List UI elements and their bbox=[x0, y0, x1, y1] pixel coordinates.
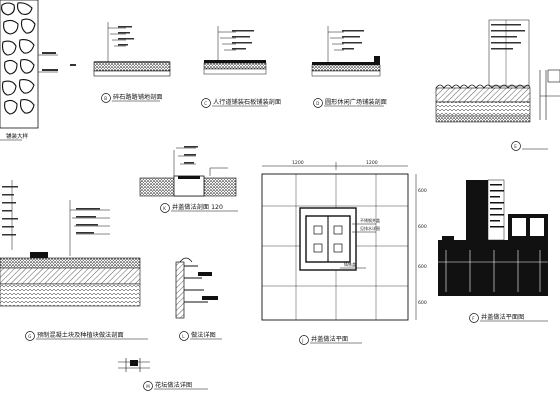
detail-g-title: 预制混凝土块及种植块做法剖面 bbox=[37, 331, 124, 339]
detail-l-id: L bbox=[182, 334, 185, 339]
detail-d-title: 圆形休闲广场铺装剖面 bbox=[325, 98, 387, 106]
detail-k-id: K bbox=[163, 206, 166, 211]
cobble-stone-fragment: 铺装大样 bbox=[0, 0, 76, 141]
detail-l-title: 做法详图 bbox=[191, 331, 216, 339]
dim-right-3: 600 bbox=[418, 264, 427, 270]
detail-j: 1200 1200 600 600 600 600 不锈钢井盖 见排水详图 铸铁… bbox=[261, 160, 427, 345]
detail-f-title: 井盖做法平面图 bbox=[481, 313, 524, 321]
detail-g-id: G bbox=[28, 334, 31, 339]
detail-g: G 预制混凝土块及种植块做法剖面 bbox=[0, 180, 148, 341]
detail-k-title: 井盖做法剖面 120 bbox=[172, 203, 223, 211]
detail-b: B 碎石路路铺地剖面 bbox=[93, 22, 171, 103]
detail-c: C 人行道铺装石板铺装剖面 bbox=[201, 26, 281, 108]
dim-top-right: 1200 bbox=[366, 160, 378, 166]
detail-m-id: M bbox=[146, 384, 150, 389]
dim-top-left: 1200 bbox=[292, 160, 304, 166]
note-cover-2: 见排水详图 bbox=[360, 225, 380, 231]
detail-b-title: 碎石路路铺地剖面 bbox=[113, 93, 163, 101]
detail-e-id: E bbox=[514, 144, 517, 149]
fragment-label: 铺装大样 bbox=[6, 132, 29, 140]
detail-f: F 井盖做法平面图 bbox=[438, 179, 548, 323]
detail-m: M 花坛做法详图 bbox=[118, 358, 208, 391]
dim-right-2: 600 bbox=[418, 224, 427, 230]
dim-right-4: 600 bbox=[418, 300, 427, 306]
detail-j-id: J bbox=[301, 338, 303, 343]
detail-m-title: 花坛做法详图 bbox=[155, 381, 192, 389]
dim-right-1: 600 bbox=[418, 188, 427, 194]
detail-c-title: 人行道铺装石板铺装剖面 bbox=[213, 98, 281, 106]
detail-d: D 圆形休闲广场铺装剖面 bbox=[311, 26, 387, 108]
detail-e: E bbox=[435, 19, 560, 151]
note-cover-3: 铸铁盖 bbox=[344, 261, 356, 267]
detail-j-title: 井盖做法平面 bbox=[311, 335, 348, 343]
detail-c-id: C bbox=[204, 101, 207, 106]
detail-d-id: D bbox=[316, 101, 319, 106]
detail-k: K 井盖做法剖面 120 bbox=[139, 146, 238, 213]
detail-l: L 做法详图 bbox=[175, 257, 222, 341]
detail-f-id: F bbox=[472, 316, 475, 321]
detail-b-id: B bbox=[104, 96, 107, 101]
note-cover-1: 不锈钢井盖 bbox=[360, 217, 380, 223]
